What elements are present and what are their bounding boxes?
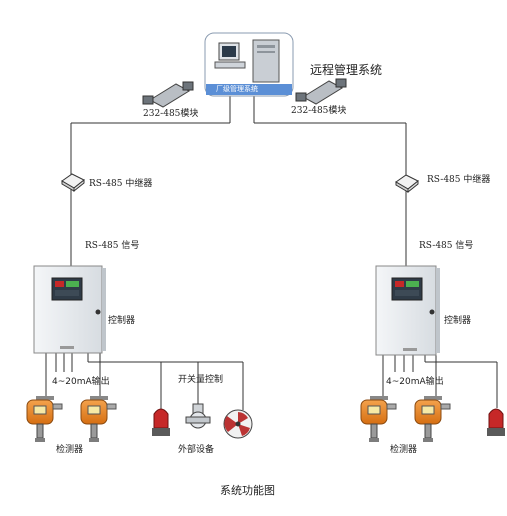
wiring — [45, 95, 498, 410]
diagram-caption: 系统功能图 — [220, 484, 275, 497]
remote-system-label: 远程管理系统 — [310, 63, 383, 77]
detector-left-2 — [80, 396, 117, 442]
controller-left-cabinet — [33, 265, 106, 354]
detector-right-label: 检测器 — [390, 445, 418, 455]
plant-management-computer — [204, 32, 294, 97]
module-right-icon — [295, 78, 347, 105]
detector-left-label: 检测器 — [56, 445, 84, 455]
repeater-right-icon — [395, 174, 419, 194]
detector-right-1 — [360, 396, 397, 442]
controller-right-label: 控制器 — [444, 316, 472, 326]
output-right-label: 4~20mA输出 — [386, 377, 444, 387]
alarm-light-right-icon — [487, 408, 505, 436]
module-left-label: 232-485模块 — [143, 109, 199, 119]
valve-icon — [185, 403, 211, 429]
repeater-left-label: RS-485 中继器 — [89, 179, 153, 189]
repeater-right-label: RS-485 中继器 — [427, 175, 491, 185]
output-left-label: 4~20mA输出 — [52, 377, 110, 387]
alarm-light-icon — [152, 408, 170, 436]
plant-system-label: 厂级管理系统 — [216, 85, 258, 93]
signal-left-label: RS-485 信号 — [85, 241, 140, 251]
switch-control-label: 开关量控制 — [178, 375, 224, 385]
repeater-left-icon — [61, 173, 85, 193]
detector-left-1 — [26, 396, 63, 442]
module-right-label: 232-485模块 — [291, 106, 347, 116]
signal-right-label: RS-485 信号 — [419, 241, 474, 251]
fan-icon — [223, 409, 253, 439]
detector-right-2 — [414, 396, 451, 442]
controller-right-cabinet — [375, 265, 440, 356]
controller-left-label: 控制器 — [108, 316, 136, 326]
external-device-label: 外部设备 — [178, 445, 215, 455]
module-left-icon — [142, 81, 194, 108]
